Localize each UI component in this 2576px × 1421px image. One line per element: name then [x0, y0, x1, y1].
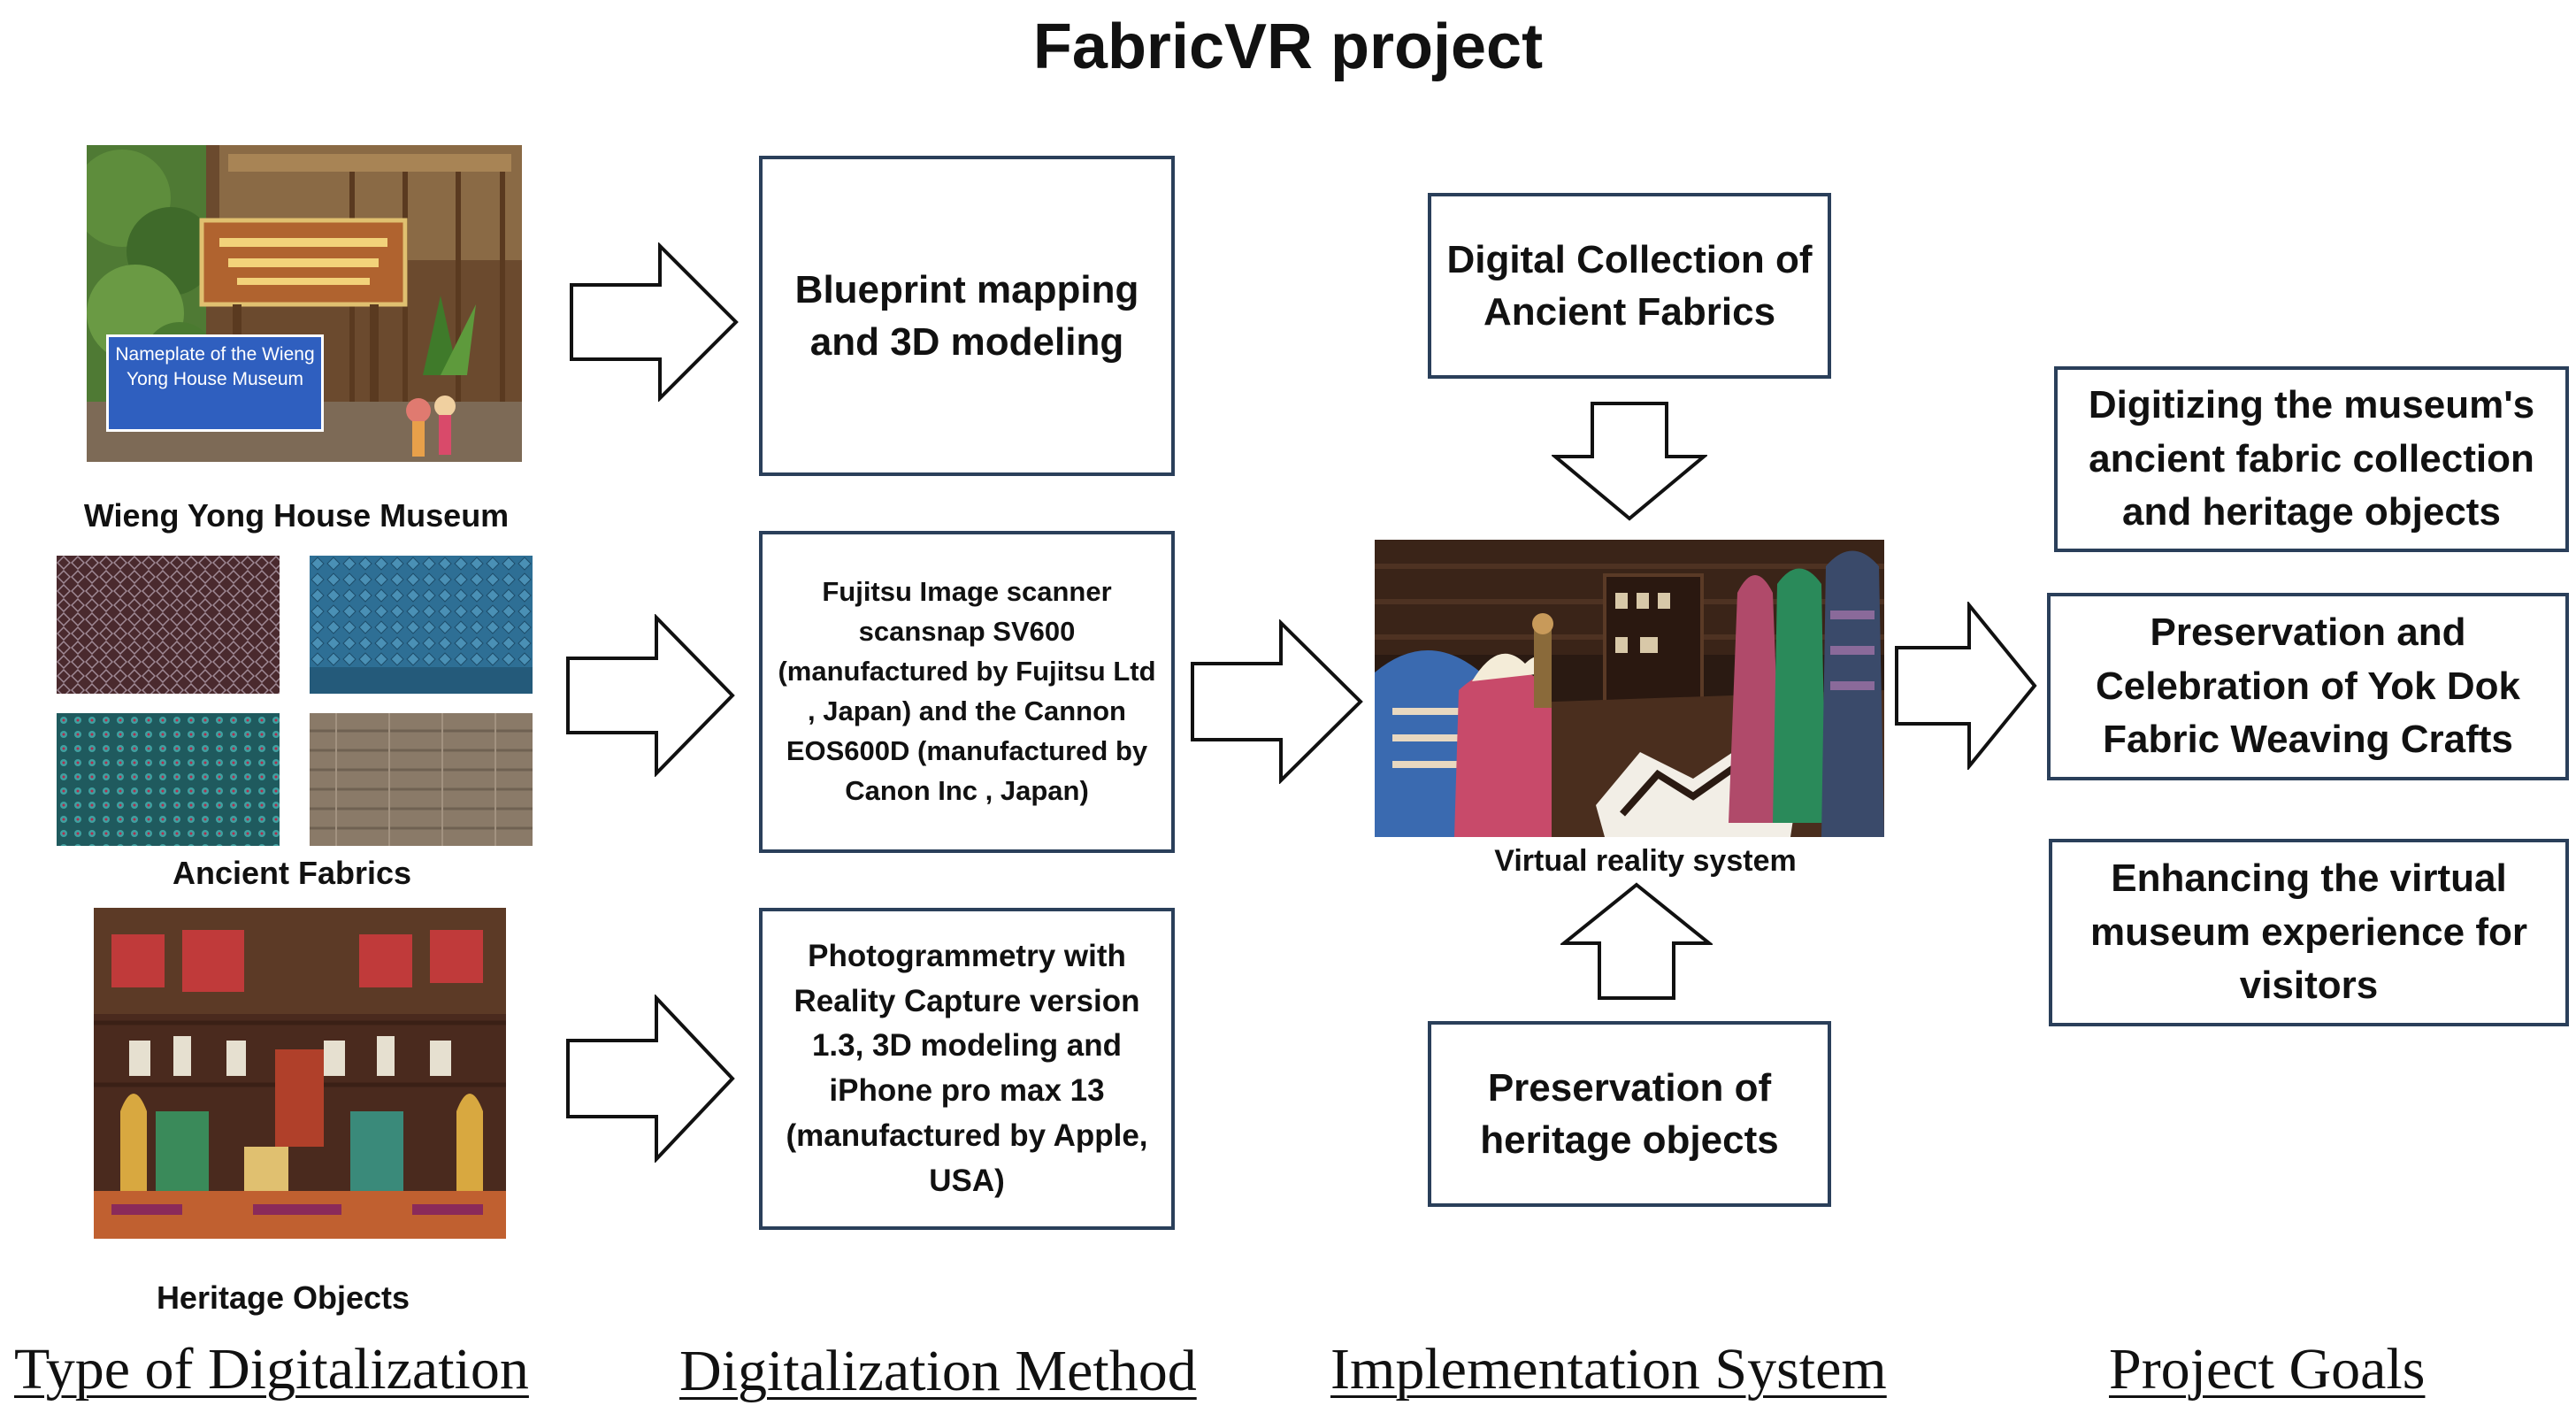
digital-collection-box: Digital Collection of Ancient Fabrics — [1428, 193, 1831, 379]
method-scanner-box: Fujitsu Image scanner scansnap SV600 (ma… — [759, 531, 1175, 853]
museum-caption: Wieng Yong House Museum — [83, 497, 510, 534]
vr-scene-photo — [1375, 540, 1884, 837]
preservation-heritage-box: Preservation of heritage objects — [1428, 1021, 1831, 1207]
method-blueprint-box: Blueprint mapping and 3D modeling — [759, 156, 1175, 476]
goal-digitizing-box: Digitizing the museum's ancient fabric c… — [2054, 366, 2569, 552]
fabric-swatch — [310, 556, 533, 694]
heritage-objects-photo — [94, 908, 506, 1239]
right-arrow-icon — [1191, 619, 1363, 784]
vr-caption: Virtual reality system — [1494, 844, 1797, 878]
column-heading-implementation: Implementation System — [1330, 1337, 1887, 1402]
museum-nameplate: Nameplate of the Wieng Yong House Museum — [106, 334, 324, 432]
fabrics-caption: Ancient Fabrics — [172, 855, 412, 891]
museum-photo: Nameplate of the Wieng Yong House Museum — [87, 145, 522, 462]
column-heading-type: Type of Digitalization — [14, 1337, 529, 1402]
method-photogrammetry-box: Photogrammetry with Reality Capture vers… — [759, 908, 1175, 1230]
right-arrow-icon — [1895, 602, 2037, 770]
right-arrow-icon — [566, 995, 735, 1163]
down-arrow-icon — [1552, 402, 1707, 521]
column-heading-method: Digitalization Method — [679, 1339, 1197, 1403]
right-arrow-icon — [570, 242, 739, 402]
page-title: FabricVR project — [1032, 12, 1544, 82]
fabric-swatch — [57, 713, 280, 846]
goal-experience-box: Enhancing the virtual museum experience … — [2049, 839, 2569, 1026]
fabric-swatch — [310, 713, 533, 846]
up-arrow-icon — [1560, 882, 1713, 1000]
right-arrow-icon — [566, 614, 735, 777]
goal-preservation-box: Preservation and Celebration of Yok Dok … — [2047, 593, 2569, 780]
heritage-caption: Heritage Objects — [156, 1279, 410, 1316]
fabric-swatch — [57, 556, 280, 694]
column-heading-goals: Project Goals — [2109, 1337, 2426, 1402]
